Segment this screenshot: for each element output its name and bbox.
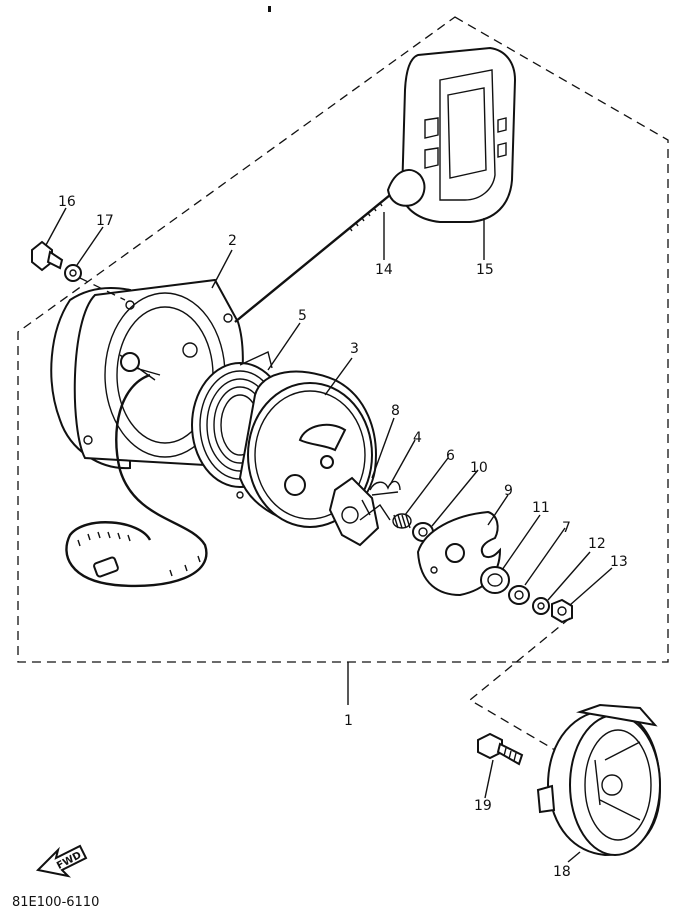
callout-14: 14 xyxy=(375,262,393,278)
callout-19: 19 xyxy=(474,798,492,814)
callout-18: 18 xyxy=(553,864,571,880)
callout-3: 3 xyxy=(350,341,359,357)
callout-12: 12 xyxy=(588,536,606,552)
callout-16: 16 xyxy=(58,194,76,210)
bolt-19 xyxy=(477,732,524,766)
washer-7 xyxy=(508,585,530,605)
bolt-16 xyxy=(31,240,64,272)
fwd-arrow-icon: FWD xyxy=(35,844,88,878)
nut-13 xyxy=(551,598,573,624)
callout-7: 7 xyxy=(562,520,571,536)
drive-plate xyxy=(416,510,502,597)
callout-11: 11 xyxy=(532,500,550,516)
callout-13: 13 xyxy=(610,554,628,570)
starter-rope xyxy=(234,194,391,323)
callout-5: 5 xyxy=(298,308,307,324)
wire-lead xyxy=(65,373,208,588)
callout-17: 17 xyxy=(96,213,114,229)
pawl xyxy=(328,476,380,547)
callout-9: 9 xyxy=(504,483,513,499)
callout-4: 4 xyxy=(413,430,422,446)
starter-pulley xyxy=(536,703,662,857)
callout-8: 8 xyxy=(391,403,400,419)
callout-6: 6 xyxy=(446,448,455,464)
lock-washer-12 xyxy=(532,597,550,615)
callout-2: 2 xyxy=(228,233,237,249)
callout-15: 15 xyxy=(476,262,494,278)
leader-lines xyxy=(45,207,613,863)
washer-11 xyxy=(480,566,510,594)
drawing-code: 81E100-6110 xyxy=(12,895,99,910)
washer-17 xyxy=(64,264,82,282)
pawl-spring xyxy=(359,480,401,521)
callout-10: 10 xyxy=(470,460,488,476)
assembly-boundary xyxy=(17,16,669,663)
callout-1: 1 xyxy=(344,713,353,729)
compression-spring xyxy=(392,513,412,529)
starter-handle xyxy=(386,46,517,223)
